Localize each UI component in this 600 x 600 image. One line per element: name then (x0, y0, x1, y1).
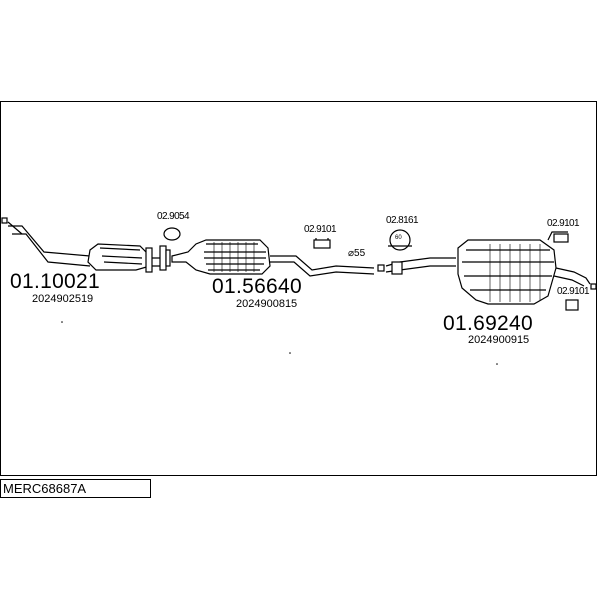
dot-mark (289, 352, 291, 354)
oe-number-3: 2024900915 (468, 334, 530, 346)
middle-silencer-part (171, 239, 375, 277)
diameter-label: ⌀55 (348, 248, 366, 259)
oe-number-1: 2024902519 (32, 293, 94, 305)
pipe-connector (377, 264, 385, 272)
dot-mark (61, 321, 63, 323)
hanger-fitting-1 (313, 238, 331, 249)
model-code-box: MERC68687A (0, 479, 151, 498)
oe-number-2: 2024900815 (236, 298, 298, 310)
hanger-fitting-3 (565, 299, 579, 311)
hanger-3-label: 02.9101 (557, 286, 590, 297)
ring-fitting (388, 229, 412, 251)
part-number-3: 01.69240 (443, 312, 533, 335)
part-number-2: 01.56640 (212, 275, 302, 298)
ring-size-label: 60 (395, 235, 402, 241)
flange-connector (159, 245, 171, 271)
clamp-fitting (163, 227, 181, 241)
hanger-fitting-2 (553, 233, 569, 243)
rear-silencer-part (385, 231, 591, 305)
front-pipe-part (7, 221, 162, 273)
dot-mark (496, 363, 498, 365)
right-end-marker (590, 283, 597, 290)
left-end-marker (1, 217, 8, 224)
ring-label: 02.8161 (386, 215, 419, 226)
part-number-1: 01.10021 (10, 270, 100, 293)
hanger-2-label: 02.9101 (547, 218, 580, 229)
hanger-1-label: 02.9101 (304, 224, 337, 235)
clamp-label: 02.9054 (157, 211, 190, 222)
